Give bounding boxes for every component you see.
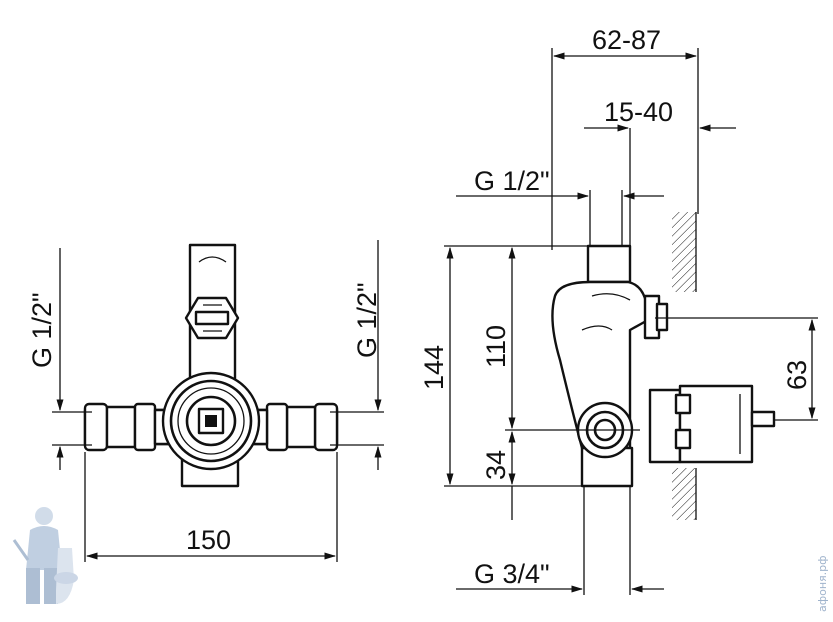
side-top-thread-label: G 1/2" [474,166,550,196]
dim-110-label: 110 [481,325,511,368]
dim-144-label: 144 [419,345,449,390]
side-bottom-thread-label: G 3/4" [474,559,550,589]
dim-150-label: 150 [186,525,231,555]
dim-15-40-label: 15-40 [604,97,673,127]
dim-63-label: 63 [782,360,812,390]
plumber-logo [12,507,78,604]
front-left-thread-label: G 1/2" [27,292,57,368]
side-view: 62-87 15-40 G 1/2" 144 110 34 63 [419,25,818,595]
front-view: 150 G 1/2" G 1/2" [27,240,384,562]
dim-62-87-label: 62-87 [592,25,661,55]
site-watermark: афоня.рф [816,555,829,612]
dim-34-label: 34 [481,450,511,480]
front-right-thread-label: G 1/2" [352,282,382,358]
